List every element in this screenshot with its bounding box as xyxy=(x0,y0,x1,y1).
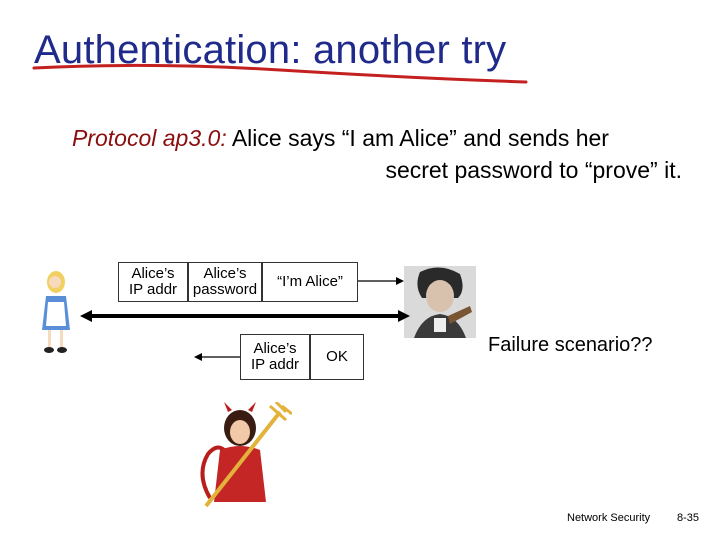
msg1-arrow xyxy=(358,277,404,285)
msg2-box2-text: OK xyxy=(326,348,348,365)
msg2-ip-addr-box: Alice’s IP addr xyxy=(240,334,310,380)
msg1-box3-text: “I’m Alice” xyxy=(277,273,343,290)
footer-course: Network Security xyxy=(567,512,651,524)
protocol-label: Protocol ap3.0: xyxy=(72,125,227,151)
title-underline xyxy=(32,63,528,84)
protocol-text-line2: secret password to “prove” it. xyxy=(385,157,682,183)
msg2-box1-line2: IP addr xyxy=(250,356,300,373)
msg2-box1-line1: Alice’s xyxy=(253,340,297,357)
failure-scenario-text: Failure scenario?? xyxy=(488,334,653,356)
msg1-im-alice-box: “I’m Alice” xyxy=(262,262,358,302)
protocol-text-line1: Alice says “I am Alice” and sends her xyxy=(226,125,609,151)
msg2-arrow xyxy=(194,353,240,361)
alice-figure xyxy=(42,271,70,353)
msg1-ip-addr-box: Alice’s IP addr xyxy=(118,262,188,302)
msg1-password-box: Alice’s password xyxy=(188,262,262,302)
msg1-box2-line2: password xyxy=(192,281,258,298)
bob-photo xyxy=(404,266,476,338)
communication-line xyxy=(80,310,410,322)
msg1-box1-line2: IP addr xyxy=(128,281,178,298)
msg1-box2-line1: Alice’s xyxy=(203,265,247,282)
msg1-box1-line1: Alice’s xyxy=(131,265,175,282)
trudy-figure xyxy=(200,402,292,508)
footer-page-number: 8-35 xyxy=(677,512,700,524)
msg2-ok-box: OK xyxy=(310,334,364,380)
